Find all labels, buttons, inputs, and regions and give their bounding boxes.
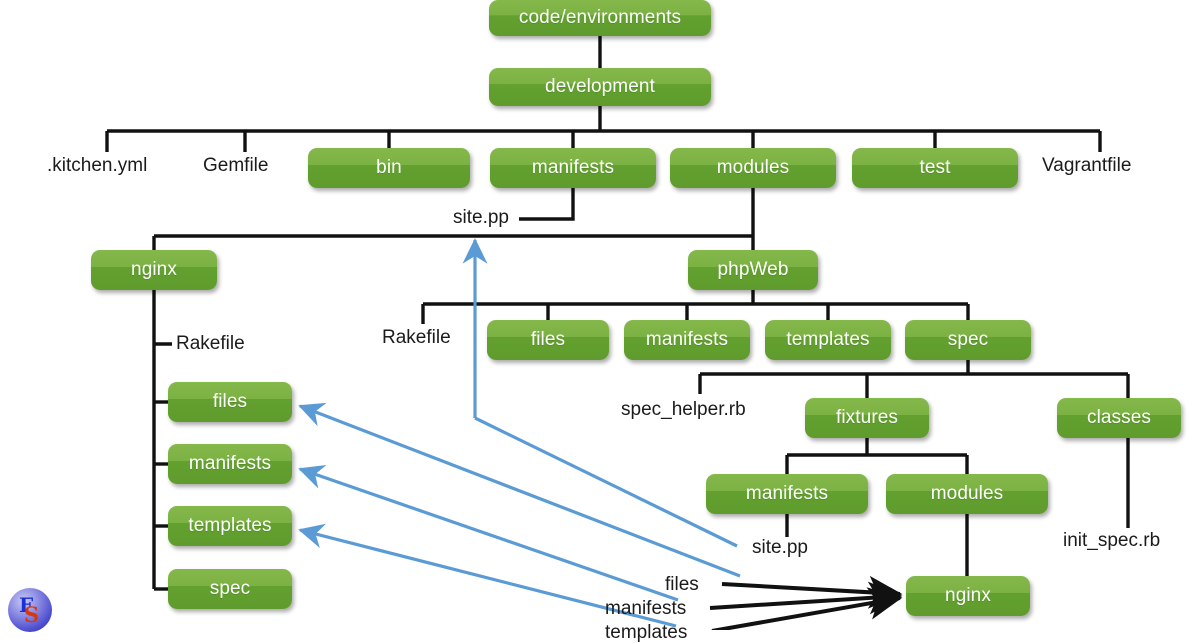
node-text: classes — [1086, 406, 1152, 428]
node-text: templates — [188, 514, 272, 536]
node-label-vagrantfile[interactable]: Vagrantfile — [1042, 155, 1132, 176]
node-text: fixtures — [835, 406, 899, 428]
node-text: nginx — [945, 584, 991, 606]
node-text: files — [212, 390, 248, 412]
node-box-fix_nginx[interactable]: nginx — [906, 576, 1030, 616]
node-text: nginx — [131, 258, 177, 280]
connector-layer — [105, 36, 1130, 630]
node-box-nginx_templates[interactable]: templates — [168, 506, 292, 546]
node-label-lnk_templates[interactable]: templates — [605, 622, 688, 643]
node-box-php_manifests[interactable]: manifests — [624, 320, 750, 360]
diagram-canvas: code/environments development .kitchen.yml… — [8, 0, 1181, 642]
node-text: test — [919, 156, 951, 178]
node-box-classes[interactable]: classes — [1057, 398, 1181, 438]
logo-glyph-top: F — [19, 593, 34, 617]
node-label-spec_helper[interactable]: spec_helper.rb — [621, 399, 746, 420]
node-text: spec — [209, 577, 251, 599]
node-text: manifests — [531, 156, 615, 178]
node-text: code/environments — [518, 6, 682, 28]
node-text: bin — [376, 156, 402, 178]
node-label-php_rakefile[interactable]: Rakefile — [382, 327, 451, 348]
node-text: modules — [716, 156, 790, 178]
node-text: spec — [947, 328, 989, 350]
node-box-bin[interactable]: bin — [308, 148, 470, 188]
symlink-edges — [709, 575, 903, 630]
node-label-kitchen_yml[interactable]: .kitchen.yml — [47, 155, 148, 176]
node-box-development[interactable]: development — [489, 68, 711, 106]
node-box-phpweb[interactable]: phpWeb — [688, 250, 818, 290]
node-label-site_pp_top[interactable]: site.pp — [453, 207, 509, 228]
node-text: files — [530, 328, 566, 350]
node-box-fix_manifests[interactable]: manifests — [706, 474, 868, 514]
node-text: manifests — [645, 328, 729, 350]
node-box-nginx_spec[interactable]: spec — [168, 569, 292, 609]
logo-glyph-bottom: S — [24, 602, 40, 627]
node-box-php_files[interactable]: files — [487, 320, 609, 360]
node-text: development — [545, 75, 655, 97]
node-box-root[interactable]: code/environments — [489, 0, 711, 36]
site-logo-badge: F S — [8, 588, 52, 632]
node-label-lnk_manifests[interactable]: manifests — [605, 598, 687, 619]
node-text: manifests — [745, 482, 829, 504]
node-box-modules_top[interactable]: modules — [670, 148, 836, 188]
node-box-php_spec[interactable]: spec — [905, 320, 1031, 360]
node-label-gemfile[interactable]: Gemfile — [203, 155, 269, 176]
node-box-nginx_mod[interactable]: nginx — [91, 250, 217, 290]
tree-edges — [105, 36, 1130, 591]
node-box-nginx_files[interactable]: files — [168, 382, 292, 422]
node-text: phpWeb — [717, 258, 789, 280]
node-text: templates — [786, 328, 870, 350]
node-box-manifests_top[interactable]: manifests — [490, 148, 656, 188]
node-text: manifests — [188, 452, 272, 474]
node-box-fix_modules[interactable]: modules — [886, 474, 1048, 514]
node-text: modules — [930, 482, 1004, 504]
node-box-php_templates[interactable]: templates — [765, 320, 891, 360]
reference-arrows — [298, 238, 741, 628]
node-box-nginx_manifests[interactable]: manifests — [168, 444, 292, 484]
node-label-site_pp_fix[interactable]: site.pp — [752, 537, 808, 558]
node-label-lnk_files[interactable]: files — [665, 574, 699, 595]
node-box-fixtures[interactable]: fixtures — [805, 398, 929, 438]
node-box-test[interactable]: test — [852, 148, 1018, 188]
node-label-init_spec[interactable]: init_spec.rb — [1063, 530, 1161, 551]
node-label-nginx_rakefile[interactable]: Rakefile — [176, 333, 245, 354]
